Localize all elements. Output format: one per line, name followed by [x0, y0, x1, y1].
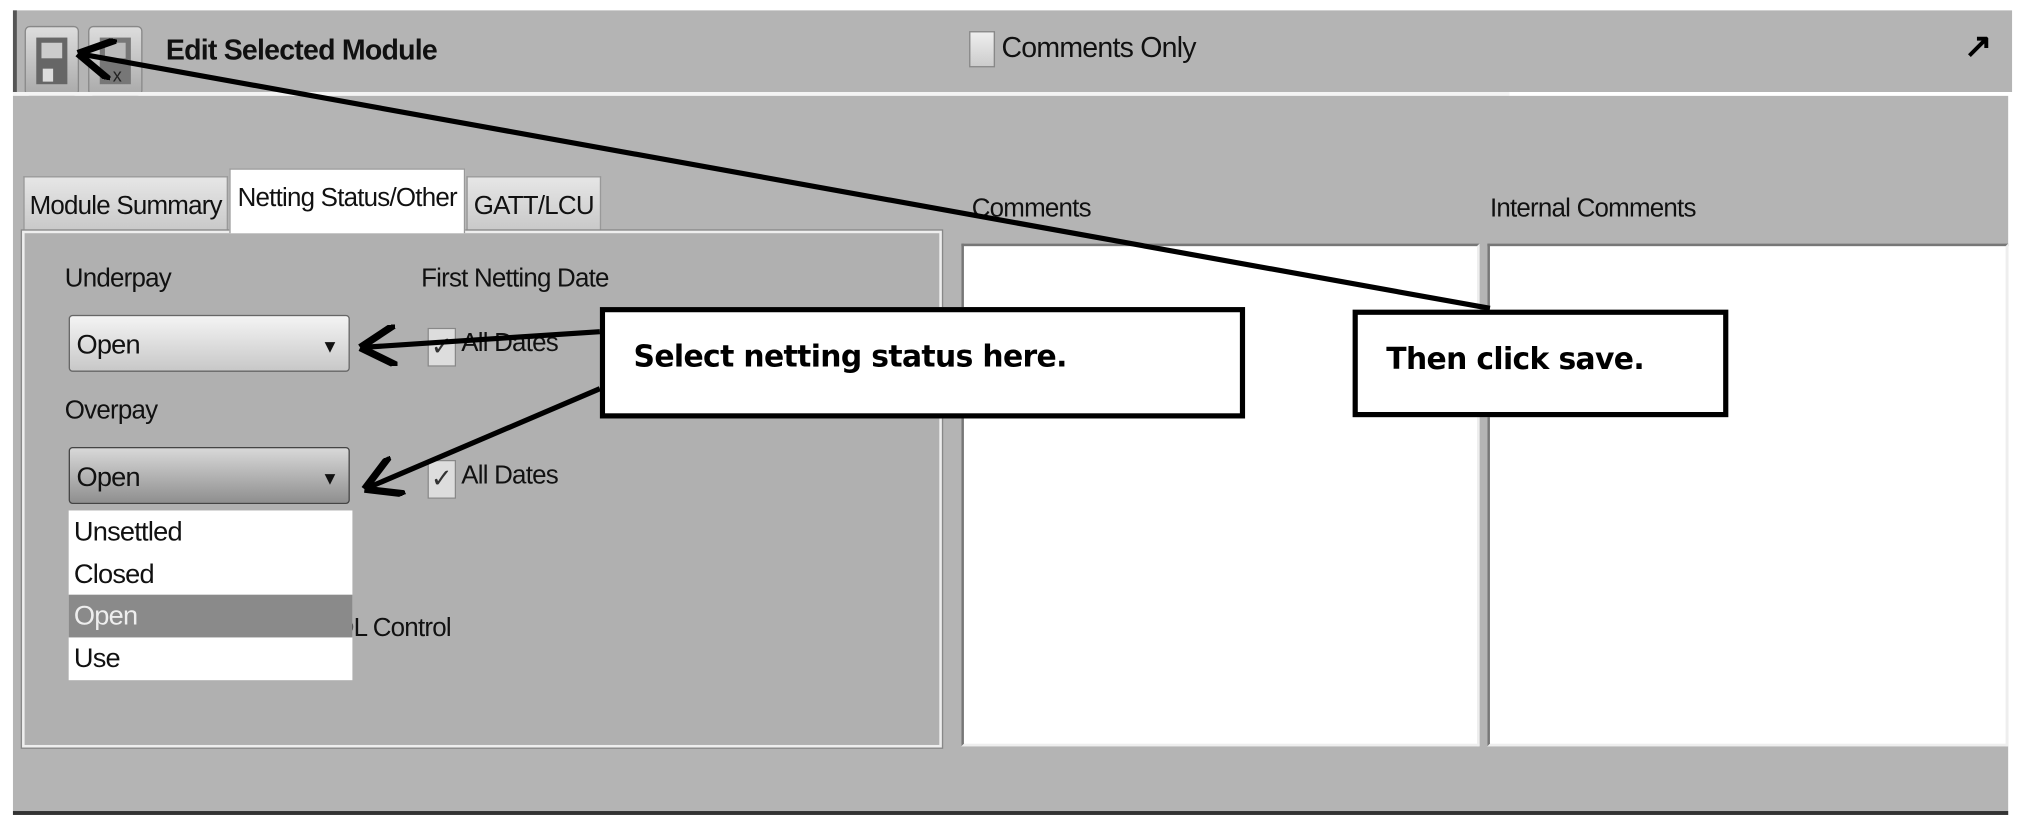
control-label: OL Control — [334, 614, 451, 643]
overpay-options-list: Unsettled Closed Open Use — [68, 510, 353, 681]
comments-only-checkbox[interactable] — [969, 31, 996, 68]
option-open[interactable]: Open — [68, 594, 353, 637]
callout-click-save: Then click save. — [1352, 309, 1729, 418]
tab-module-summary[interactable]: Module Summary — [23, 176, 229, 232]
tab-gatt-lcu[interactable]: GATT/LCU — [466, 176, 602, 232]
first-netting-date-label: First Netting Date — [421, 264, 609, 293]
option-unsettled[interactable]: Unsettled — [73, 516, 183, 547]
underpay-dropdown[interactable]: Open ▼ — [68, 314, 350, 372]
overpay-dropdown[interactable]: Open ▼ — [68, 446, 350, 504]
chevron-down-icon: ▼ — [320, 335, 339, 357]
option-use[interactable]: Use — [73, 643, 121, 674]
overpay-label: Overpay — [64, 396, 158, 425]
window-title: Edit Selected Module — [165, 33, 438, 67]
overpay-value: Open — [76, 462, 140, 493]
arrow-to-save — [83, 54, 1491, 311]
comments-only-label: Comments Only — [1001, 31, 1196, 64]
toolbar: x Edit Selected Module Comments Only ↗ — [12, 10, 2013, 96]
svg-text:x: x — [113, 66, 122, 86]
underpay-label: Underpay — [64, 264, 172, 293]
expand-icon[interactable]: ↗ — [1964, 25, 1993, 65]
arrow-to-overpay — [369, 386, 601, 487]
internal-comments-label: Internal Comments — [1489, 194, 1696, 223]
tab-netting-status[interactable]: Netting Status/Other — [229, 168, 466, 234]
option-closed[interactable]: Closed — [73, 559, 155, 589]
all-dates-checkbox-overpay[interactable]: ✓ — [427, 459, 457, 499]
divider — [12, 91, 1510, 96]
underpay-value: Open — [76, 330, 140, 361]
callout-select-status: Select netting status here. — [599, 307, 1246, 419]
save-icon[interactable] — [24, 25, 80, 96]
all-dates-label-overpay: All Dates — [461, 461, 558, 490]
chevron-down-icon: ▼ — [320, 467, 339, 489]
arrow-to-underpay — [365, 332, 601, 348]
